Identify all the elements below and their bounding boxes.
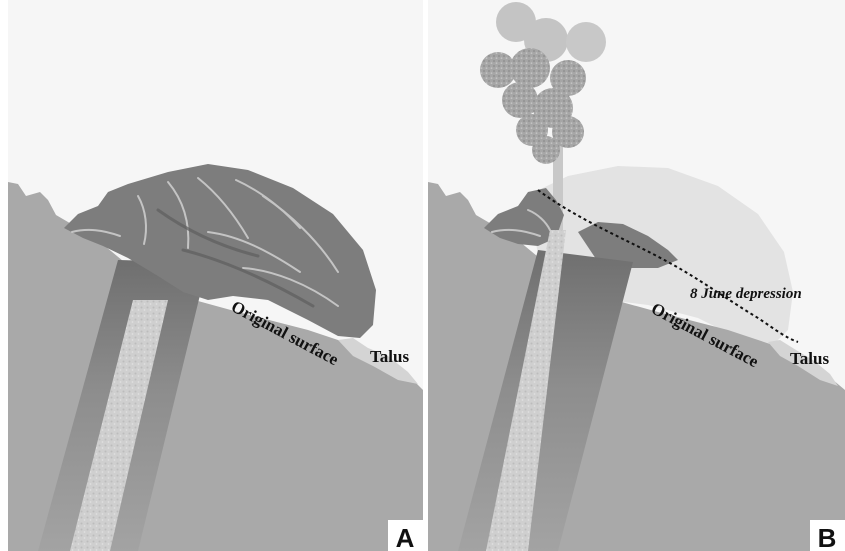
panel-a-diagram: Original surface Talus A bbox=[8, 0, 423, 551]
panel-b-diagram: 8 June depression Original surface Talus… bbox=[428, 0, 845, 551]
panel-a: Original surface Talus A bbox=[8, 0, 423, 551]
talus-label: Talus bbox=[370, 347, 409, 366]
talus-label: Talus bbox=[790, 349, 829, 368]
depression-label: 8 June depression bbox=[690, 286, 802, 302]
panel-letter: A bbox=[396, 523, 415, 551]
panel-letter: B bbox=[818, 523, 837, 551]
panel-b: 8 June depression Original surface Talus… bbox=[428, 0, 845, 551]
